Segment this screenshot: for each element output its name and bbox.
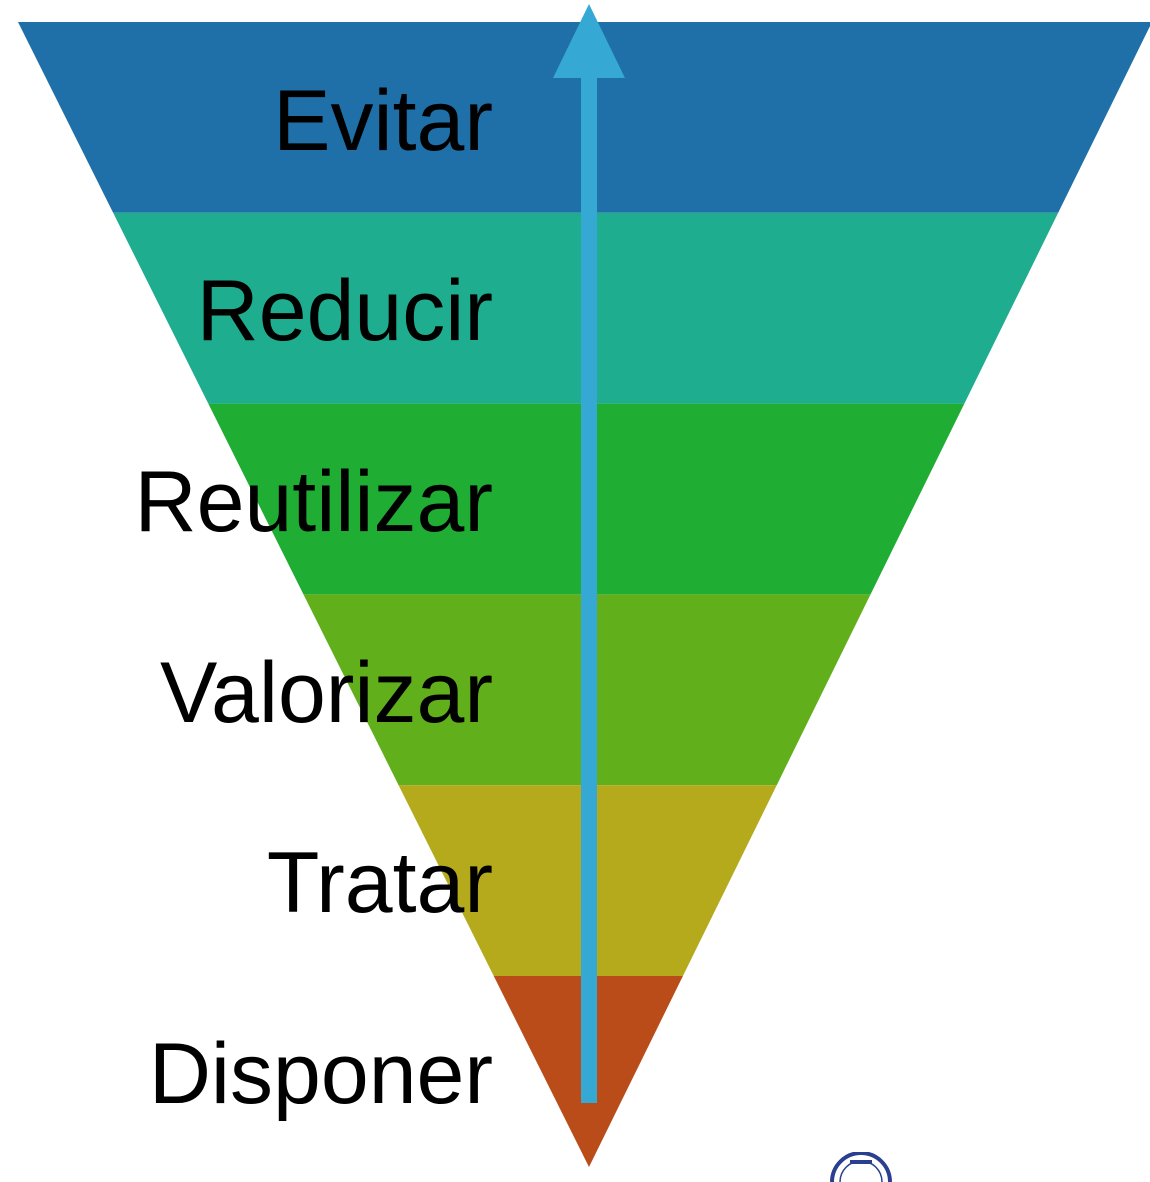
level-label-evitar: Evitar [273, 73, 493, 169]
level-label-tratar: Tratar [266, 835, 493, 931]
institution-seal-icon [830, 1152, 892, 1182]
level-label-valorizar: Valorizar [160, 645, 493, 741]
level-label-reutilizar: Reutilizar [134, 454, 493, 550]
arrow-shaft [581, 76, 597, 1103]
level-label-disponer: Disponer [148, 1026, 493, 1122]
upward-arrow [553, 4, 625, 1103]
level-label-reducir: Reducir [196, 263, 493, 359]
arrow-head [553, 4, 625, 78]
